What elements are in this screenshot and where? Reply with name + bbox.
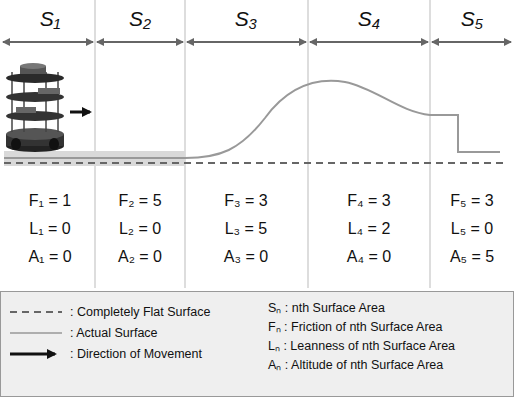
section-name: S₃ xyxy=(235,8,257,29)
legend-text: : Direction of Movement xyxy=(70,348,202,361)
section-value: L₁ = 0 xyxy=(29,221,70,237)
section-value: A₁ = 0 xyxy=(28,249,71,265)
section-value: F₄ = 3 xyxy=(347,193,390,209)
section-value: A₃ = 0 xyxy=(224,249,268,265)
section-name: S₅ xyxy=(461,8,483,29)
symbol-definition: Fₙ : Friction of nth Surface Area xyxy=(268,321,443,334)
section-value: L₃ = 5 xyxy=(225,221,268,237)
section-name: S₄ xyxy=(358,8,380,29)
section-value: F₅ = 3 xyxy=(450,193,493,209)
section-value: A₂ = 0 xyxy=(118,249,162,265)
section-name: S₂ xyxy=(129,8,151,29)
legend-text: : Completely Flat Surface xyxy=(70,306,210,319)
legend-text: : Actual Surface xyxy=(70,327,158,340)
section-value: F₂ = 5 xyxy=(118,193,161,209)
section-value: L₂ = 0 xyxy=(119,221,161,237)
section-value: A₄ = 0 xyxy=(347,249,391,265)
section-value: F₁ = 1 xyxy=(29,193,71,209)
symbol-definition: Aₙ : Altitude of nth Surface Area xyxy=(268,359,443,372)
symbol-definition: Sₙ : nth Surface Area xyxy=(268,302,385,315)
section-value: L₅ = 0 xyxy=(451,221,493,237)
section-name: S₁ xyxy=(40,8,61,29)
section-value: L₄ = 2 xyxy=(348,221,391,237)
section-value: A₅ = 5 xyxy=(450,249,494,265)
section-value: F₃ = 3 xyxy=(224,193,267,209)
symbol-definition: Lₙ : Leanness of nth Surface Area xyxy=(268,340,455,353)
